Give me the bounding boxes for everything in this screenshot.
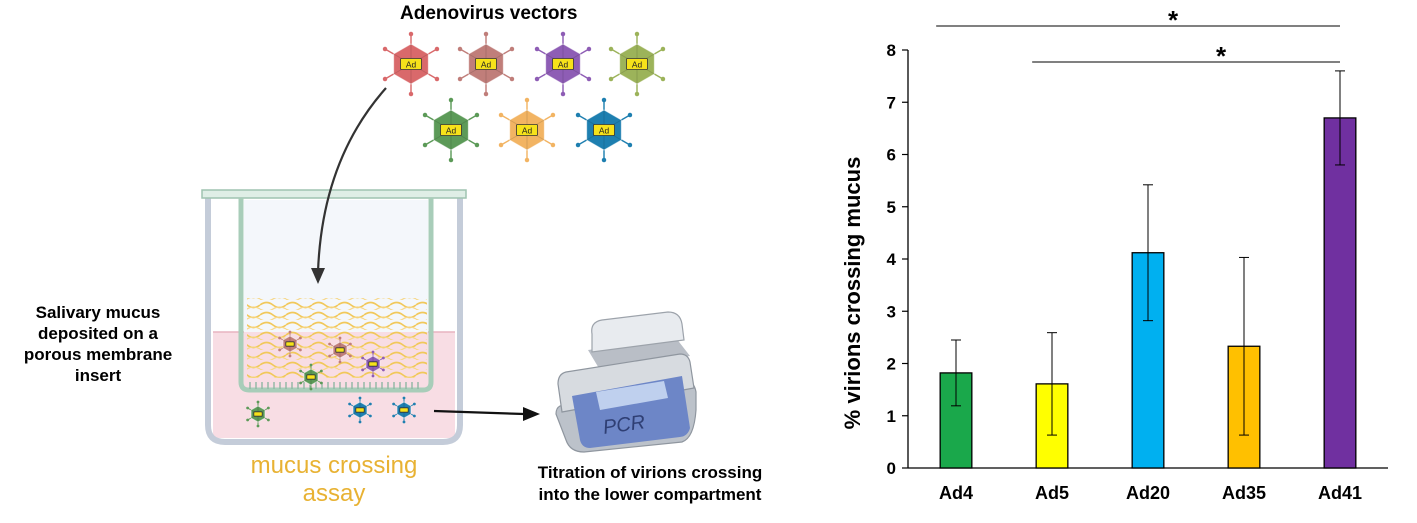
capsid-label: Ad <box>446 125 457 135</box>
capsid-label: Ad <box>481 59 492 69</box>
mucus-caption-line: deposited on a <box>38 324 158 343</box>
adenovirus-icon <box>361 350 385 378</box>
x-tick-label: Ad5 <box>1035 483 1069 503</box>
adenovirus-icon: Ad <box>422 97 480 163</box>
y-tick-label: 5 <box>887 198 896 217</box>
capsid-label: Ad <box>522 125 533 135</box>
x-tick-label: Ad35 <box>1222 483 1266 503</box>
arrow-to-insert <box>316 87 387 273</box>
assay-caption: mucus crossing assay <box>214 452 454 508</box>
titration-caption: Titration of virions crossing into the l… <box>480 462 820 506</box>
y-tick-label: 8 <box>887 41 896 60</box>
adenovirus-icon <box>278 330 302 358</box>
y-tick-label: 6 <box>887 146 896 165</box>
membrane-insert <box>201 189 467 393</box>
adenovirus-icon <box>299 363 323 391</box>
capsid-label: Ad <box>406 59 417 69</box>
adenovirus-icon: Ad <box>575 97 633 163</box>
y-tick-label: 3 <box>887 302 896 321</box>
x-tick-label: Ad4 <box>939 483 973 503</box>
x-tick-label: Ad41 <box>1318 483 1362 503</box>
capsid-label: Ad <box>632 59 643 69</box>
mucus-caption-line: Salivary mucus <box>35 303 161 322</box>
arrowhead-down-icon <box>311 268 325 284</box>
adenovirus-icon: Ad <box>534 31 592 97</box>
capsid-label: Ad <box>599 125 610 135</box>
y-tick-label: 1 <box>887 407 896 426</box>
adenovirus-icon: Ad <box>382 31 440 97</box>
mucus-caption: Salivary mucus deposited on a porous mem… <box>0 302 196 386</box>
adenovirus-icon <box>348 396 372 424</box>
vectors-title: Adenovirus vectors <box>400 3 578 24</box>
significance-star: * <box>1168 5 1179 35</box>
y-tick-label: 2 <box>887 355 896 374</box>
adenovirus-icon: Ad <box>457 31 515 97</box>
mucus-layer <box>247 298 427 378</box>
capsid-label: Ad <box>558 59 569 69</box>
mucus-caption-line: insert <box>74 366 122 385</box>
assay-caption-line: assay <box>302 480 366 507</box>
adenovirus-icon <box>246 400 270 428</box>
arrowhead-right-icon <box>523 407 540 421</box>
significance-star: * <box>1216 41 1227 71</box>
arrow-to-pcr <box>433 409 525 416</box>
y-tick-label: 4 <box>887 250 897 269</box>
adenovirus-icon: Ad <box>498 97 556 163</box>
x-tick-label: Ad20 <box>1126 483 1170 503</box>
bar-ad41 <box>1323 117 1357 469</box>
titration-caption-line: into the lower compartment <box>538 485 762 504</box>
y-tick-label: 7 <box>887 93 896 112</box>
titration-caption-line: Titration of virions crossing <box>537 463 763 482</box>
porous-membrane <box>249 382 419 389</box>
mucus-caption-line: porous membrane <box>23 345 173 364</box>
y-tick-label: 0 <box>887 459 896 478</box>
adenovirus-icon: Ad <box>608 31 666 97</box>
y-axis-label: % virions crossing mucus <box>840 157 865 430</box>
adenovirus-icon <box>392 396 416 424</box>
pcr-machine-icon: PCR <box>555 311 697 453</box>
adenovirus-icon <box>328 336 352 364</box>
assay-caption-line: mucus crossing <box>250 452 418 479</box>
